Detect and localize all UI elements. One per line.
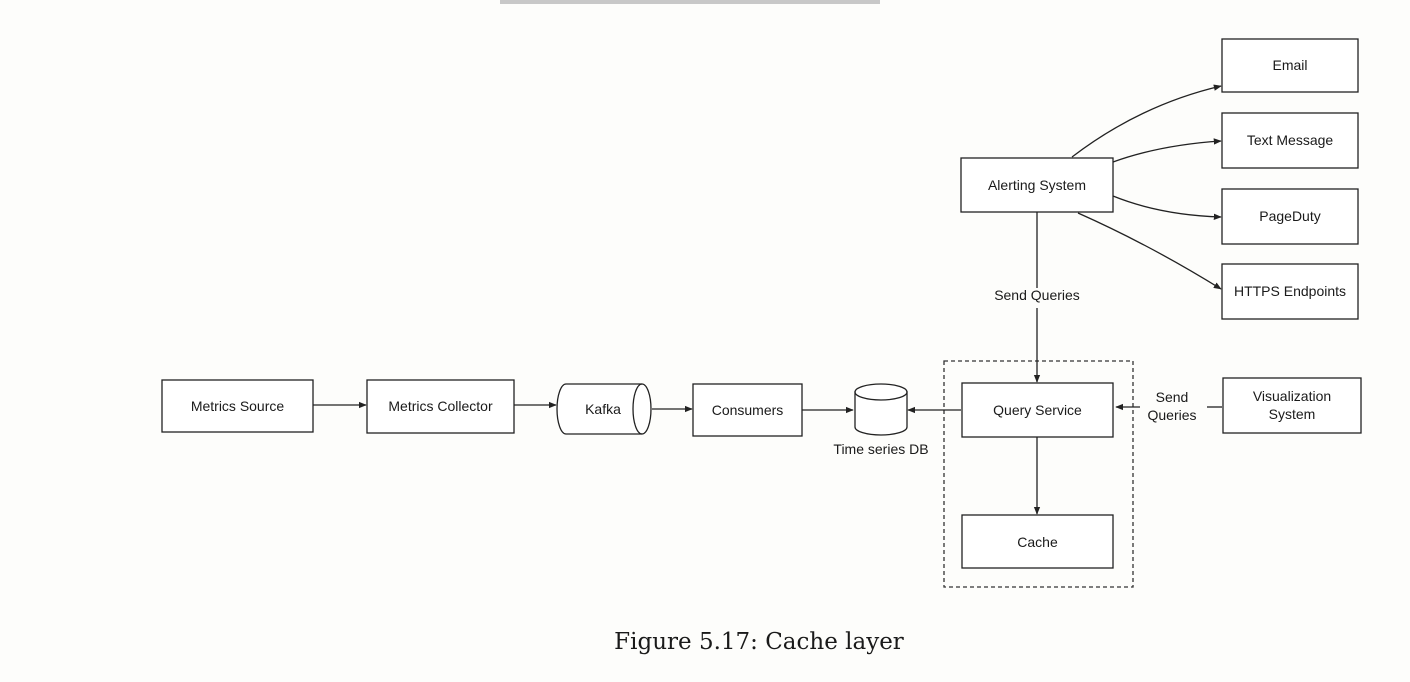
edge-alerting-to-https xyxy=(1077,212,1222,290)
figure-caption: Figure 5.17: Cache layer xyxy=(614,629,904,655)
text-message-box xyxy=(1221,112,1359,169)
send-queries-label: Send Queries xyxy=(994,287,1080,303)
https-endpoints-box xyxy=(1221,263,1359,320)
query-service-box xyxy=(961,382,1114,438)
email-label: Email xyxy=(1272,57,1307,73)
visualization-label-line2: System xyxy=(1269,406,1316,422)
metrics-source-label: Metrics Source xyxy=(191,398,285,414)
cache-label: Cache xyxy=(1017,534,1058,550)
viz-send-label-line2: Queries xyxy=(1147,407,1196,423)
text-message-label: Text Message xyxy=(1247,132,1334,148)
consumers-label: Consumers xyxy=(712,402,784,418)
pageduty-box xyxy=(1221,188,1359,245)
kafka-label: Kafka xyxy=(585,401,621,417)
metrics-collector-label: Metrics Collector xyxy=(388,398,493,414)
pageduty-label: PageDuty xyxy=(1259,208,1320,224)
edge-alerting-to-email xyxy=(1071,84,1222,158)
query-service-label: Query Service xyxy=(993,402,1082,418)
viz-send-label-line1: Send xyxy=(1156,389,1189,405)
https-endpoints-label: HTTPS Endpoints xyxy=(1234,283,1346,299)
cache-box xyxy=(961,514,1114,569)
clipped-text-line xyxy=(500,0,880,4)
time-series-db-label: Time series DB xyxy=(833,441,928,457)
alerting-system-label: Alerting System xyxy=(988,177,1086,193)
email-box xyxy=(1221,38,1359,93)
kafka-queue-rim xyxy=(632,383,643,435)
cache-layer-boundary xyxy=(943,360,1134,588)
alerting-system-box xyxy=(960,157,1114,213)
visualization-label-line1: Visualization xyxy=(1253,388,1331,404)
edge-alerting-to-text-message xyxy=(1112,138,1222,163)
time-series-db-cylinder xyxy=(854,383,908,436)
visualization-system-box xyxy=(1222,377,1362,434)
metrics-source-box xyxy=(161,379,314,433)
edge-alerting-to-pageduty xyxy=(1112,195,1222,220)
consumers-box xyxy=(692,383,803,437)
metrics-collector-box xyxy=(366,379,515,434)
